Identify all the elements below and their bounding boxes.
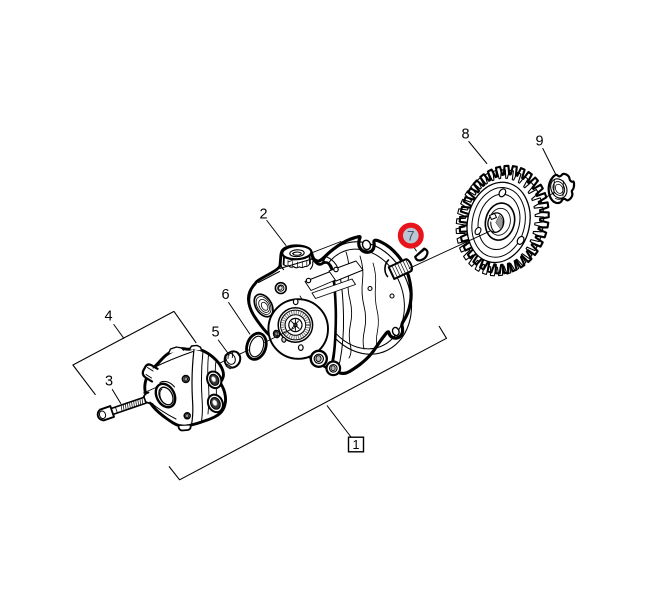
svg-text:6: 6 (221, 287, 229, 303)
svg-text:8: 8 (461, 127, 469, 143)
svg-text:2: 2 (259, 207, 267, 223)
svg-text:4: 4 (104, 309, 112, 325)
svg-text:5: 5 (211, 325, 219, 341)
svg-text:1: 1 (353, 438, 360, 452)
svg-text:7: 7 (407, 229, 415, 244)
svg-text:3: 3 (105, 374, 113, 390)
svg-text:9: 9 (535, 134, 543, 150)
